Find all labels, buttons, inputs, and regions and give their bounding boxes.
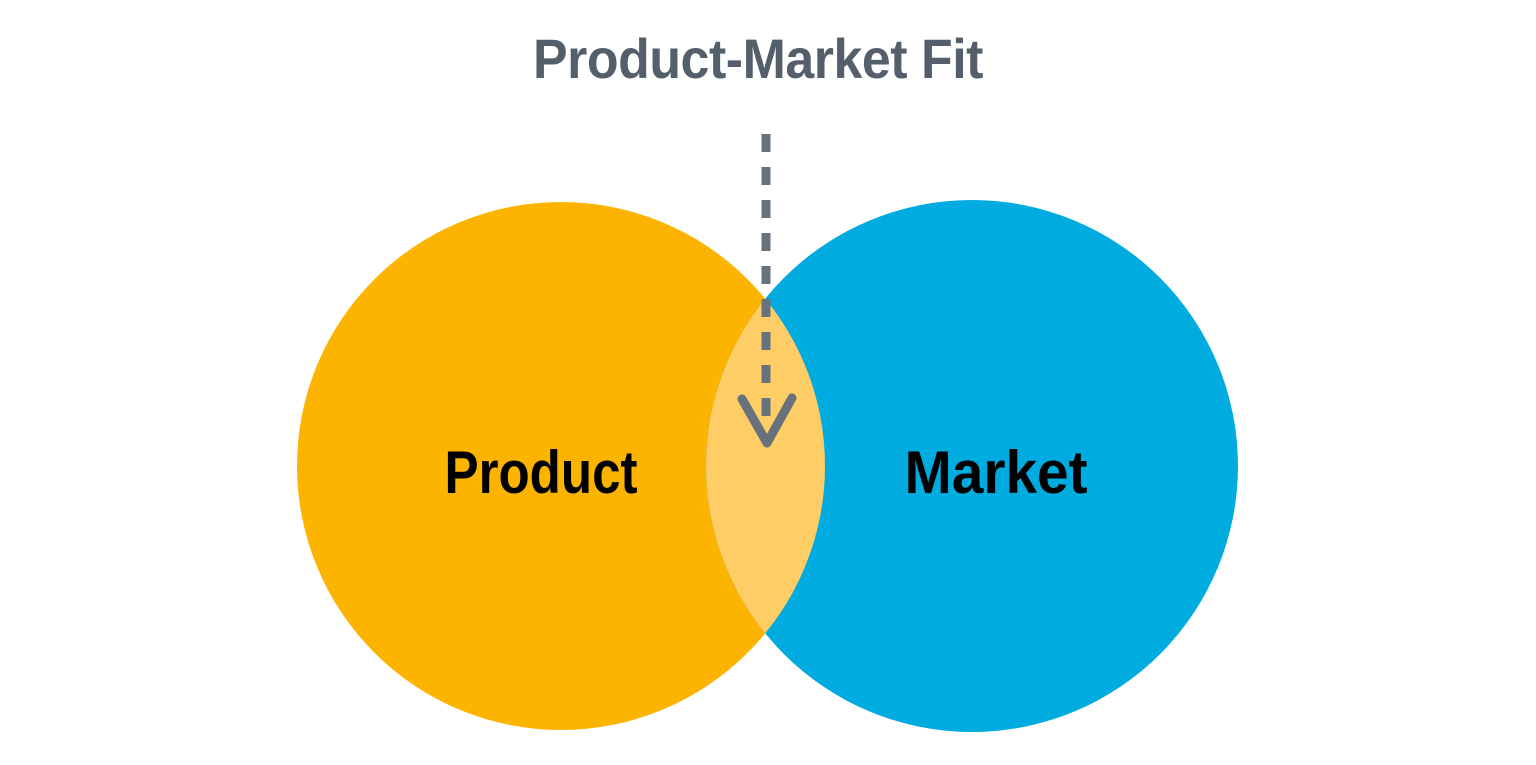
- market-circle: [706, 200, 1238, 732]
- product-circle: [297, 202, 825, 730]
- diagram-title: Product-Market Fit: [533, 27, 983, 90]
- product-label: Product: [445, 439, 638, 506]
- market-label: Market: [905, 439, 1088, 506]
- pmf-arrowhead-icon: [737, 393, 797, 448]
